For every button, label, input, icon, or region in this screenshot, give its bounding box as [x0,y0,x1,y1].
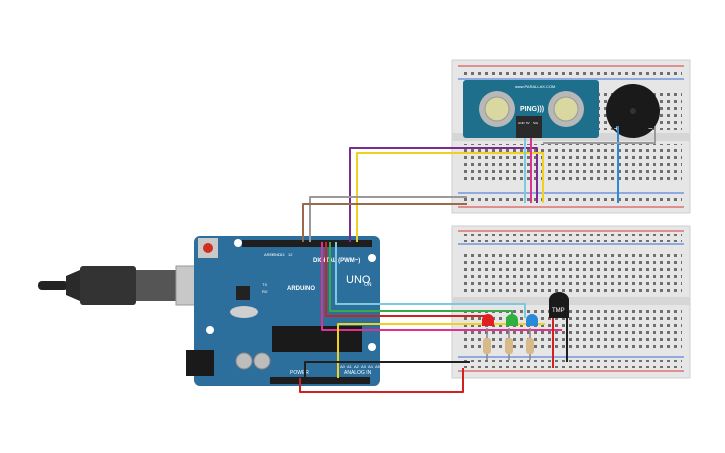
resistor-1[interactable] [483,328,491,360]
piezo-buzzer[interactable]: + − [606,84,660,138]
pin-a3-label: A3 [361,364,367,369]
sensor-brand-label: www.PARALLAX.COM [515,84,555,89]
gnd-label: GND [272,252,281,257]
sensor-pin-5v-label: 5V [526,121,530,125]
pin-13-label: 13 [280,252,285,257]
temperature-sensor[interactable]: TMP [549,292,569,318]
usb-cable[interactable] [38,265,201,306]
digital-header[interactable] [242,240,372,247]
power-analog-header[interactable] [270,377,370,384]
led-blue[interactable] [526,314,538,326]
wire-cyan[interactable] [335,242,526,318]
sensor-pin-gnd-label: GND [518,121,526,125]
buzzer-minus-label: − [648,124,653,133]
wire-red-5v[interactable] [299,368,464,393]
rx-label: RX [262,289,268,294]
wire-brown[interactable] [302,203,467,242]
pin-12-label: 12 [288,252,293,257]
wire-yellow-analog[interactable] [337,323,545,378]
reset-button[interactable] [203,243,213,253]
arduino-uno-board[interactable]: DIGITAL (PWM~) UNO ARDUINO ANALOG IN POW… [186,236,381,386]
wire-black[interactable] [304,361,470,378]
brand-label: ARDUINO [287,286,315,292]
tmp-label: TMP [552,308,565,314]
resistor-3[interactable] [526,328,534,360]
wire-purple[interactable] [349,147,538,242]
breadboard-bottom[interactable] [451,225,691,379]
pin-a4-label: A4 [368,364,374,369]
tx-label: TX [262,282,267,287]
pin-a2-label: A2 [354,364,360,369]
ultrasonic-sensor[interactable]: www.PARALLAX.COM PING))) GND 5V SIG [463,80,599,138]
pin-a0-label: A0 [340,364,346,369]
analog-label: ANALOG IN [344,370,372,376]
sensor-pin-sig-label: SIG [533,121,539,125]
led-red[interactable] [482,314,494,326]
aref-label: AREF [264,252,275,257]
board-name-label: UNO [346,274,371,286]
wire-gray[interactable] [309,196,467,242]
power-label: POWER [290,370,309,376]
wire-magenta[interactable] [321,242,562,331]
wire-gray-buzzer[interactable] [543,126,656,144]
wire-red-led[interactable] [325,242,488,317]
pin-a5-label: A5 [375,364,381,369]
led-green[interactable] [506,314,518,326]
on-label: ON [364,282,372,288]
buzzer-plus-label: + [614,124,619,133]
pin-a1-label: A1 [347,364,353,369]
sensor-name-label: PING))) [520,106,544,113]
resistor-2[interactable] [505,328,513,360]
